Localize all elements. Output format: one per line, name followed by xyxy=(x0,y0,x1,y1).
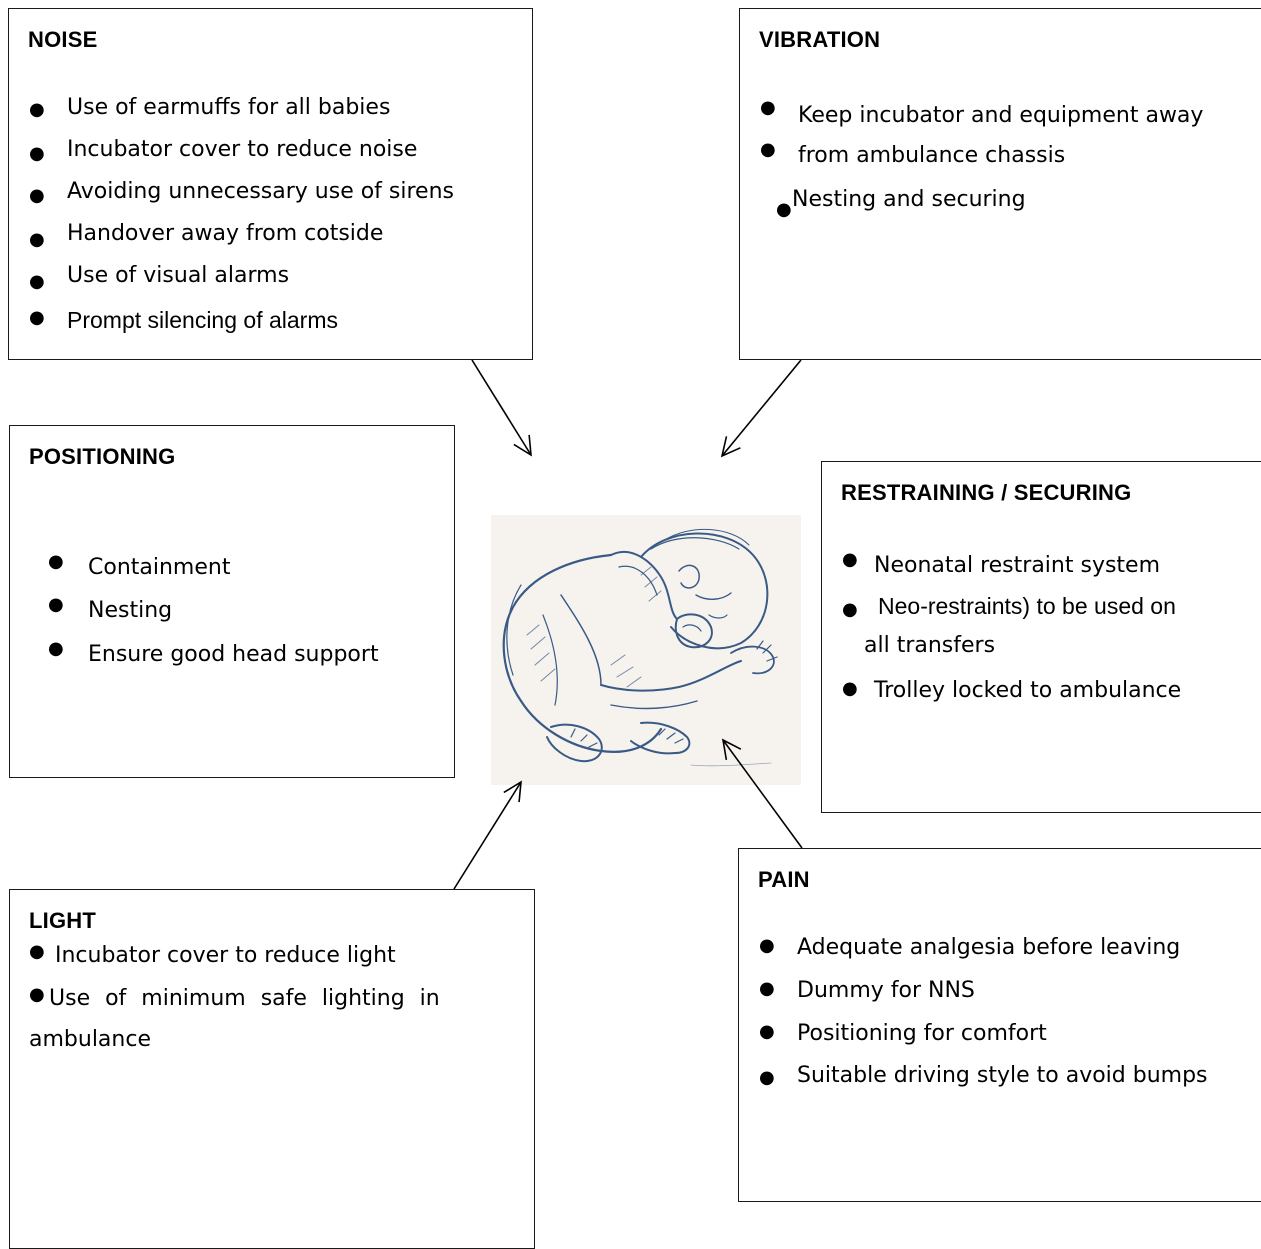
bullet-icon: ● xyxy=(29,271,45,292)
noise-box: NOISE ●Use of earmuffs for all babies ●I… xyxy=(8,8,533,360)
sleeping-baby-sketch xyxy=(491,515,801,785)
vibration-box: VIBRATION ●Keep incubator and equipment … xyxy=(739,8,1261,360)
bullet-icon: ● xyxy=(48,594,64,615)
pain-title: PAIN xyxy=(758,867,810,892)
bullet-icon: ● xyxy=(759,935,775,956)
bullet-icon: ● xyxy=(776,199,792,220)
bullet-icon: ● xyxy=(842,678,858,699)
bullet-icon: ● xyxy=(29,99,45,120)
light-box: LIGHT ●Incubator cover to reduce light ●… xyxy=(9,889,535,1249)
arrow-noise xyxy=(471,359,532,457)
restraining-title: RESTRAINING / SECURING xyxy=(841,480,1132,505)
bullet-icon: ● xyxy=(29,307,45,328)
bullet-icon: ● xyxy=(760,97,776,118)
bullet-icon: ● xyxy=(29,229,45,250)
positioning-title: POSITIONING xyxy=(29,444,176,469)
bullet-icon: ● xyxy=(759,978,775,999)
bullet-icon: ● xyxy=(29,941,45,962)
arrow-light xyxy=(453,780,522,890)
bullet-icon: ● xyxy=(48,638,64,659)
bullet-icon: ● xyxy=(842,549,858,570)
noise-title: NOISE xyxy=(28,27,98,52)
bullet-icon: ● xyxy=(29,185,45,206)
restraining-box: RESTRAINING / SECURING ●Neonatal restrai… xyxy=(821,461,1261,813)
vibration-title: VIBRATION xyxy=(759,27,881,52)
bullet-icon: ● xyxy=(760,139,776,160)
bullet-icon: ● xyxy=(48,551,64,572)
bullet-icon: ● xyxy=(842,599,858,620)
bullet-icon: ● xyxy=(29,143,45,164)
bullet-icon: ● xyxy=(759,1067,775,1088)
bullet-icon: ● xyxy=(29,984,45,1005)
arrow-vibration xyxy=(720,359,802,458)
positioning-box: POSITIONING ●Containment ●Nesting ●Ensur… xyxy=(9,425,455,778)
pain-box: PAIN ●Adequate analgesia before leaving … xyxy=(738,848,1261,1202)
bullet-icon: ● xyxy=(759,1021,775,1042)
light-title: LIGHT xyxy=(29,908,96,933)
